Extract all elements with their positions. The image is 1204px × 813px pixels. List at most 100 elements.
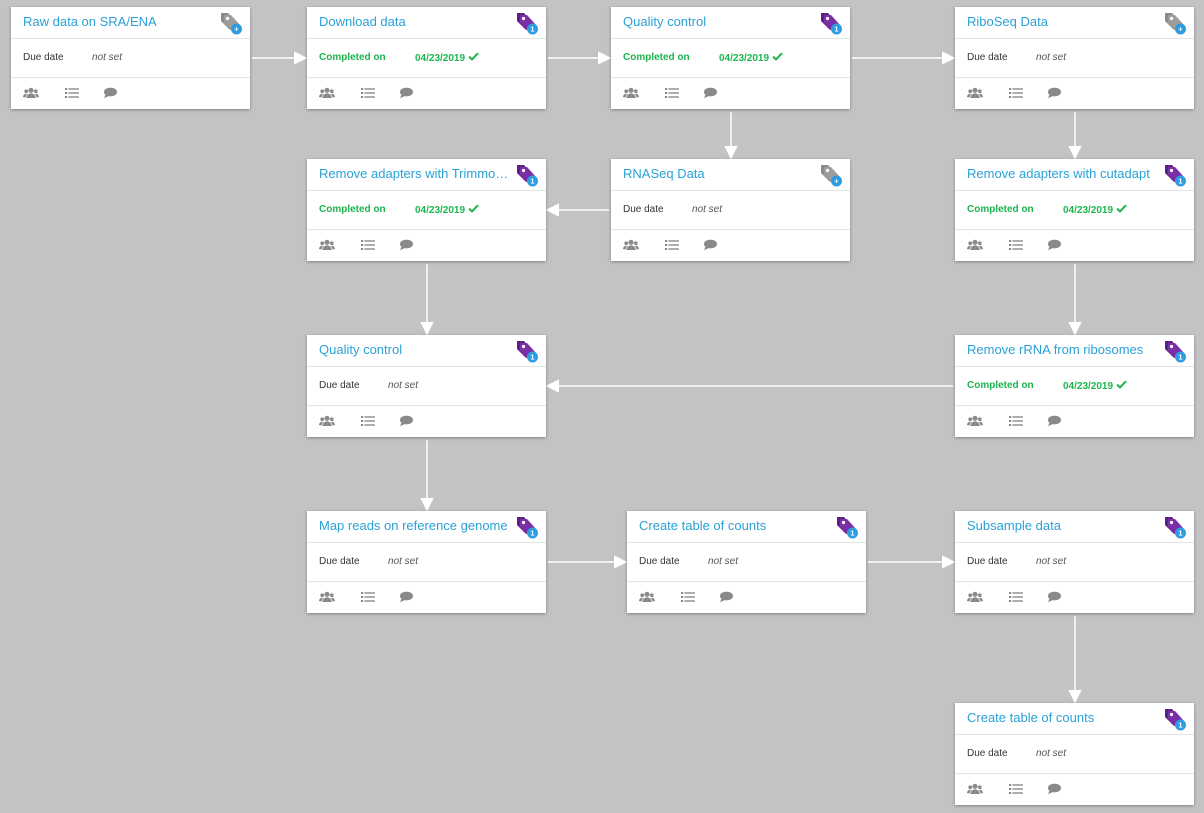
task-title[interactable]: Subsample data: [967, 518, 1061, 533]
comment-icon[interactable]: [398, 239, 414, 251]
tag-icon[interactable]: 1: [1162, 164, 1188, 188]
checklist-icon[interactable]: [1008, 783, 1024, 795]
task-card-map-reads[interactable]: Map reads on reference genome 1 Due date…: [307, 511, 546, 613]
status-value: not set: [388, 380, 419, 391]
checklist-icon[interactable]: [360, 239, 376, 251]
checklist-icon[interactable]: [680, 591, 696, 603]
comment-icon[interactable]: [718, 591, 734, 603]
status-label: Completed on: [623, 52, 690, 63]
check-icon: [1116, 204, 1127, 216]
tag-icon[interactable]: 1: [514, 12, 540, 36]
comment-icon[interactable]: [1046, 783, 1062, 795]
card-header: RiboSeq Data +: [955, 7, 1194, 39]
task-title[interactable]: Remove adapters with Trimmom...: [319, 166, 509, 181]
task-title[interactable]: Download data: [319, 14, 406, 29]
comment-icon[interactable]: [398, 591, 414, 603]
task-card-rnaseq-data[interactable]: RNASeq Data + Due date not set: [611, 159, 850, 261]
tag-icon[interactable]: 1: [1162, 340, 1188, 364]
tag-icon[interactable]: 1: [514, 164, 540, 188]
members-icon[interactable]: [967, 783, 983, 795]
task-title[interactable]: Create table of counts: [967, 710, 1095, 725]
tag-icon[interactable]: 1: [834, 516, 860, 540]
task-title[interactable]: Map reads on reference genome: [319, 518, 508, 533]
members-icon[interactable]: [639, 591, 655, 603]
checklist-icon[interactable]: [360, 415, 376, 427]
tag-icon[interactable]: 1: [1162, 516, 1188, 540]
task-card-download-data[interactable]: Download data 1 Completed on 04/23/2019: [307, 7, 546, 109]
comment-icon[interactable]: [102, 87, 118, 99]
checklist-icon[interactable]: [64, 87, 80, 99]
card-actions: [627, 582, 866, 613]
task-title[interactable]: Remove adapters with cutadapt: [967, 166, 1150, 181]
task-card-remove-adapters-cutadapt[interactable]: Remove adapters with cutadapt 1 Complete…: [955, 159, 1194, 261]
task-card-quality-control-1[interactable]: Quality control 1 Completed on 04/23/201…: [611, 7, 850, 109]
comment-icon[interactable]: [398, 87, 414, 99]
task-title[interactable]: Raw data on SRA/ENA: [23, 14, 157, 29]
card-header: Remove adapters with cutadapt 1: [955, 159, 1194, 191]
tag-count-badge: 1: [1178, 353, 1182, 362]
status-value: not set: [692, 204, 723, 215]
task-card-remove-adapters-trimmomatic[interactable]: Remove adapters with Trimmom... 1 Comple…: [307, 159, 546, 261]
task-card-remove-rrna[interactable]: Remove rRNA from ribosomes 1 Completed o…: [955, 335, 1194, 437]
checklist-icon[interactable]: [360, 591, 376, 603]
tag-icon[interactable]: 1: [514, 516, 540, 540]
tag-icon[interactable]: 1: [1162, 708, 1188, 732]
members-icon[interactable]: [23, 87, 39, 99]
members-icon[interactable]: [319, 591, 335, 603]
checklist-icon[interactable]: [360, 87, 376, 99]
task-card-subsample-data[interactable]: Subsample data 1 Due date not set: [955, 511, 1194, 613]
comment-icon[interactable]: [1046, 415, 1062, 427]
task-title[interactable]: Quality control: [319, 342, 403, 357]
tag-count-badge: 1: [530, 353, 534, 362]
comment-icon[interactable]: [1046, 239, 1062, 251]
task-title[interactable]: Create table of counts: [639, 518, 767, 533]
status-label: Completed on: [319, 204, 386, 215]
tag-count-badge: 1: [1178, 721, 1182, 730]
task-title[interactable]: RNASeq Data: [623, 166, 705, 181]
tag-icon[interactable]: 1: [514, 340, 540, 364]
tag-count-badge: 1: [530, 25, 534, 34]
task-card-riboseq-data[interactable]: RiboSeq Data + Due date not set: [955, 7, 1194, 109]
checklist-icon[interactable]: [1008, 239, 1024, 251]
members-icon[interactable]: [967, 87, 983, 99]
comment-icon[interactable]: [398, 415, 414, 427]
checklist-icon[interactable]: [1008, 87, 1024, 99]
tag-icon[interactable]: +: [218, 12, 244, 36]
comment-icon[interactable]: [702, 87, 718, 99]
checklist-icon[interactable]: [664, 87, 680, 99]
members-icon[interactable]: [319, 87, 335, 99]
tag-icon[interactable]: +: [818, 164, 844, 188]
checklist-icon[interactable]: [1008, 591, 1024, 603]
members-icon[interactable]: [623, 87, 639, 99]
members-icon[interactable]: [967, 415, 983, 427]
task-card-quality-control-2[interactable]: Quality control 1 Due date not set: [307, 335, 546, 437]
status-value: not set: [708, 556, 739, 567]
card-actions: [307, 230, 546, 261]
task-card-create-table-counts-2[interactable]: Create table of counts 1 Due date not se…: [955, 703, 1194, 805]
members-icon[interactable]: [319, 239, 335, 251]
check-icon: [468, 204, 479, 216]
comment-icon[interactable]: [1046, 591, 1062, 603]
members-icon[interactable]: [967, 591, 983, 603]
members-icon[interactable]: [319, 415, 335, 427]
card-actions: [955, 582, 1194, 613]
checklist-icon[interactable]: [664, 239, 680, 251]
task-card-raw-data[interactable]: Raw data on SRA/ENA + Due date not set: [11, 7, 250, 109]
tag-count-badge: 1: [834, 25, 838, 34]
members-icon[interactable]: [623, 239, 639, 251]
tag-icon[interactable]: 1: [818, 12, 844, 36]
check-icon: [1116, 380, 1127, 392]
task-card-create-table-counts-1[interactable]: Create table of counts 1 Due date not se…: [627, 511, 866, 613]
task-title[interactable]: Quality control: [623, 14, 707, 29]
checklist-icon[interactable]: [1008, 415, 1024, 427]
tag-count-badge: +: [1178, 25, 1183, 34]
status-label: Due date: [967, 52, 1008, 63]
members-icon[interactable]: [967, 239, 983, 251]
task-title[interactable]: RiboSeq Data: [967, 14, 1048, 29]
card-status: Due date not set: [11, 39, 250, 78]
comment-icon[interactable]: [1046, 87, 1062, 99]
task-title[interactable]: Remove rRNA from ribosomes: [967, 342, 1144, 357]
tag-icon[interactable]: +: [1162, 12, 1188, 36]
comment-icon[interactable]: [702, 239, 718, 251]
status-label: Due date: [623, 204, 664, 215]
